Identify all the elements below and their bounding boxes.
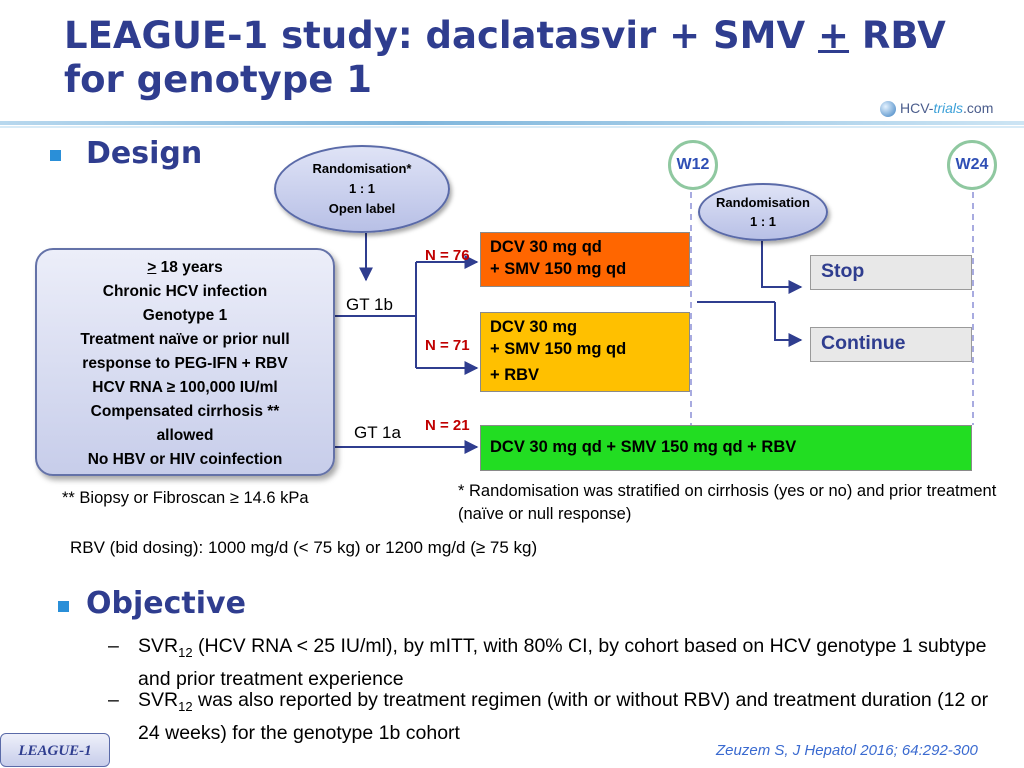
objective-heading: Objective (86, 586, 246, 621)
bullet-square-icon (58, 601, 69, 612)
arm1-line2: + SMV 150 mg qd (490, 260, 627, 278)
arm2-line2: + SMV 150 mg qd (490, 340, 627, 358)
randomisation2-label: Randomisation (716, 195, 810, 210)
arm1-line1: DCV 30 mg qd (490, 238, 602, 256)
randomisation-label: Randomisation* (312, 161, 412, 176)
arm2-line1: DCV 30 mg (490, 318, 578, 336)
continue-arrow (774, 302, 803, 347)
hcv-trials-logo: HCV-trials.com (880, 100, 1020, 122)
title-divider-thin (0, 126, 1024, 128)
population-hcv-rna: HCV RNA ≥ 100,000 IU/ml (92, 379, 278, 396)
gt1a-label: GT 1a (354, 423, 401, 442)
arm2-line3: + RBV (490, 366, 540, 384)
arm3-line1: DCV 30 mg qd + SMV 150 mg qd + RBV (490, 438, 797, 456)
logo-orb-icon (880, 101, 896, 118)
arm1-n-label: N = 76 (425, 247, 470, 264)
logo-part-b: trials (933, 100, 964, 116)
arm2-n-label: N = 71 (425, 337, 470, 354)
arm2-box: DCV 30 mg + SMV 150 mg qd + RBV (480, 312, 690, 392)
title-plus-minus: + (818, 14, 850, 57)
population-allowed: allowed (156, 427, 214, 444)
title-text-b: RBV (849, 14, 946, 57)
continue-box: Continue (810, 327, 972, 362)
svr-label-1: SVR (138, 635, 179, 657)
objective-dash-2: – (108, 689, 119, 711)
w12-marker: W12 (668, 140, 718, 190)
population-treatment-2: response to PEG-IFN + RBV (82, 355, 288, 372)
objective-dash-1: – (108, 635, 119, 657)
logo-part-c: .com (963, 100, 994, 116)
objective-item-2-text: was also reported by treatment regimen (… (138, 689, 989, 744)
objective-item-1-text: (HCV RNA < 25 IU/ml), by mITT, with 80% … (138, 635, 987, 690)
svr-subscript-2: 12 (178, 698, 193, 714)
population-age: 18 years (156, 259, 223, 276)
population-gte-symbol: > (147, 259, 157, 276)
randomisation2-ratio: 1 : 1 (749, 214, 776, 229)
arm3-n-label: N = 21 (425, 417, 470, 434)
population-coinfection: No HBV or HIV coinfection (87, 451, 283, 468)
objective-item-2: SVR12 was also reported by treatment reg… (138, 687, 998, 746)
logo-part-a: HCV- (900, 100, 934, 116)
randomisation-footnote: * Randomisation was stratified on cirrho… (458, 482, 997, 523)
arm3-box: DCV 30 mg qd + SMV 150 mg qd + RBV (480, 425, 972, 471)
arm1-box: DCV 30 mg qd + SMV 150 mg qd (480, 232, 690, 287)
rbv-dosing-note: RBV (bid dosing): 1000 mg/d (< 75 kg) or… (70, 538, 538, 557)
randomisation-open-label: Open label (328, 201, 396, 216)
svr-label-2: SVR (138, 689, 179, 711)
randomisation-ratio: 1 : 1 (348, 181, 375, 196)
objective-item-1: SVR12 (HCV RNA < 25 IU/ml), by mITT, wit… (138, 633, 998, 692)
population-genotype: Genotype 1 (142, 307, 228, 324)
population-chronic: Chronic HCV infection (102, 283, 268, 300)
population-treatment-1: Treatment naïve or prior null (80, 331, 290, 348)
slide-title: LEAGUE-1 study: daclatasvir + SMV + RBV … (64, 14, 964, 102)
title-text-line2: for genotype 1 (64, 58, 372, 101)
reference-citation: Zeuzem S, J Hepatol 2016; 64:292-300 (716, 742, 978, 759)
randomisation-ellipse: Randomisation* 1 : 1 Open label (274, 145, 450, 233)
population-box: > 18 years Chronic HCV infection Genotyp… (35, 248, 335, 476)
bullet-square-icon (50, 150, 61, 161)
w24-marker: W24 (947, 140, 997, 190)
stop-arrow (761, 240, 803, 294)
svr-subscript-1: 12 (178, 644, 193, 660)
gt1b-label: GT 1b (346, 295, 393, 314)
biopsy-footnote: ** Biopsy or Fibroscan ≥ 14.6 kPa (62, 489, 309, 507)
stop-box: Stop (810, 255, 972, 290)
population-cirrhosis: Compensated cirrhosis ** (90, 403, 280, 420)
title-divider (0, 121, 1024, 125)
title-text-a: LEAGUE-1 study: daclatasvir + SMV (64, 14, 819, 57)
randomisation2-ellipse: Randomisation 1 : 1 (698, 183, 828, 241)
league1-tag: LEAGUE-1 (0, 733, 110, 767)
design-heading: Design (86, 136, 203, 171)
